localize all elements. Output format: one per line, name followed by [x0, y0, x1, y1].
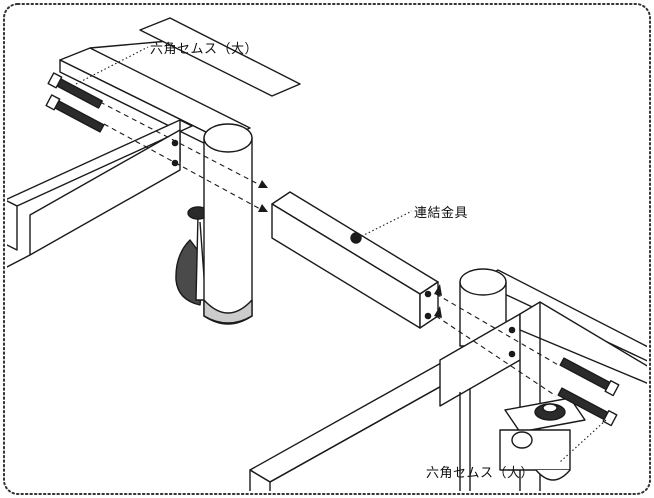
- label-bolt-top: 六角セムス（大）: [150, 42, 259, 57]
- left-pole: [203, 123, 253, 325]
- dotted-border: [3, 3, 651, 495]
- right-caster: [499, 397, 586, 481]
- alignment-guides: [99, 101, 561, 397]
- connector-bracket: [271, 191, 439, 329]
- label-bolt-bottom: 六角セムス（大）: [426, 466, 535, 481]
- bolts-bottom: [557, 357, 620, 427]
- lower-right-frame: [249, 268, 647, 491]
- bolts-top: [45, 72, 105, 133]
- label-connector: 連結金具: [414, 206, 469, 221]
- upper-left-frame: [7, 17, 301, 269]
- leader-lines: [75, 46, 607, 463]
- connector-pointer-dot: [350, 232, 362, 244]
- insert-arrows: [258, 180, 442, 318]
